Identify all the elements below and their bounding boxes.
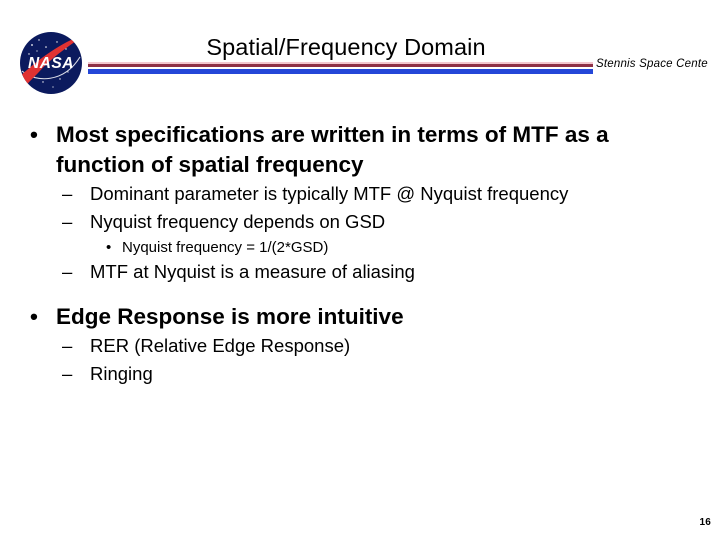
bullet-list-level1-block2: • Edge Response is more intuitive bbox=[0, 302, 720, 332]
bullet-level2-text: Dominant parameter is typically MTF @ Ny… bbox=[90, 183, 569, 204]
bullet-marker-level2: – bbox=[62, 183, 73, 204]
bullet-list-level3: • Nyquist frequency = 1/(2*GSD) bbox=[0, 236, 720, 259]
bullet-list-level2-block1: – Dominant parameter is typically MTF @ … bbox=[0, 181, 720, 235]
bullet-marker-level2: – bbox=[62, 261, 73, 282]
bullet-level3-text: Nyquist frequency = 1/(2*GSD) bbox=[122, 239, 329, 256]
bullet-level1-text: Most specifications are written in terms… bbox=[56, 122, 609, 177]
bullet-marker-level2: – bbox=[62, 210, 73, 232]
bullet-list-level1: • Most specifications are written in ter… bbox=[0, 120, 720, 179]
page-number: 16 bbox=[699, 517, 711, 528]
bullet-marker-level1: • bbox=[30, 303, 38, 329]
header-divider bbox=[88, 62, 593, 78]
svg-text:NASA: NASA bbox=[28, 55, 74, 72]
bullet-level2-text: Ringing bbox=[90, 362, 153, 384]
bullet-level3-nyquist-formula: • Nyquist frequency = 1/(2*GSD) bbox=[0, 236, 720, 259]
bullet-level2-text: RER (Relative Edge Response) bbox=[90, 335, 351, 356]
bullet-level2-ringing: – Ringing bbox=[0, 361, 720, 388]
section-spacer bbox=[0, 287, 720, 302]
nasa-meatball-icon: NASA bbox=[12, 27, 90, 99]
bullet-marker-level2: – bbox=[62, 335, 73, 356]
bullet-marker-level3: • bbox=[106, 239, 112, 256]
bullet-marker-level2: – bbox=[62, 362, 73, 384]
divider-gap bbox=[88, 67, 593, 69]
bullet-level2-nyquist-gsd: – Nyquist frequency depends on GSD bbox=[0, 209, 720, 236]
bullet-list-level2-block1-cont: – MTF at Nyquist is a measure of aliasin… bbox=[0, 259, 720, 286]
nasa-center-label: Stennis Space Cente bbox=[596, 58, 708, 70]
bullet-level2-text: MTF at Nyquist is a measure of aliasing bbox=[90, 261, 415, 282]
page-title: Spatial/Frequency Domain bbox=[206, 34, 486, 60]
divider-line-pink bbox=[88, 62, 593, 64]
bullet-level1-text: Edge Response is more intuitive bbox=[56, 303, 404, 329]
bullet-level2-dominant-parameter: – Dominant parameter is typically MTF @ … bbox=[0, 181, 720, 208]
bullet-level2-mtf-aliasing: – MTF at Nyquist is a measure of aliasin… bbox=[0, 259, 720, 286]
bullet-level1-edge-response: • Edge Response is more intuitive bbox=[0, 302, 720, 332]
bullet-level2-text: Nyquist frequency depends on GSD bbox=[90, 210, 386, 232]
divider-line-blue bbox=[88, 69, 593, 74]
slide-body: • Most specifications are written in ter… bbox=[0, 120, 720, 388]
slide-header: NASA Spatial/Frequency Domain Stennis Sp… bbox=[0, 0, 720, 110]
bullet-level2-rer: – RER (Relative Edge Response) bbox=[0, 333, 720, 360]
bullet-marker-level1: • bbox=[30, 122, 38, 147]
divider-line-maroon bbox=[88, 64, 593, 67]
bullet-level1-specifications: • Most specifications are written in ter… bbox=[0, 120, 720, 179]
bullet-list-level2-block2: – RER (Relative Edge Response) – Ringing bbox=[0, 333, 720, 387]
